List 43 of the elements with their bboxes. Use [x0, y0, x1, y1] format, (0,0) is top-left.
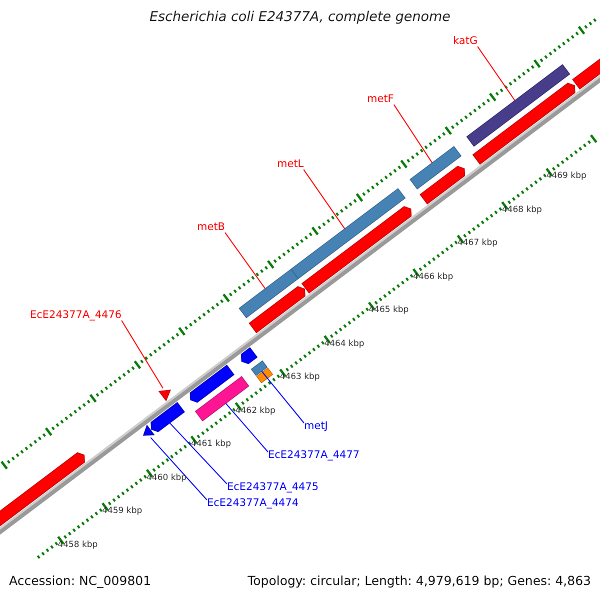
gene-label: metB [197, 222, 226, 234]
leader-line [225, 402, 268, 452]
gene-label: katG [453, 36, 478, 48]
gene-block [240, 347, 258, 364]
gene-block [190, 364, 234, 403]
scale-label: 4469 kbp [546, 172, 586, 182]
gene-block [472, 82, 576, 165]
gene-bar [250, 360, 268, 376]
scale-label: 4467 kbp [457, 239, 498, 249]
scale-label: 4464 kbp [324, 340, 364, 350]
leader-line [393, 104, 433, 164]
gene-bar [466, 64, 570, 147]
scale-label: 4462 kbp [235, 406, 276, 416]
scale-label: 4458 kbp [58, 540, 98, 550]
gene-label: EcE24377A_4477 [268, 450, 360, 462]
gene-block [248, 286, 306, 334]
scale-label: 4468 kbp [502, 206, 542, 216]
gene-triangle [158, 390, 171, 402]
gene-label: EcE24377A_4475 [227, 482, 319, 494]
gene-triangle [142, 424, 155, 436]
gene-block [150, 402, 185, 432]
scale-label: 4465 kbp [368, 306, 409, 316]
scale-label: 4459 kbp [102, 507, 142, 517]
gene-label: metJ [304, 421, 328, 433]
scale-label: 4466 kbp [413, 272, 454, 282]
gene-label: metL [277, 159, 304, 171]
gene-bar [410, 146, 462, 190]
leader-line [477, 46, 516, 101]
footer-text: Topology: circular; Length: 4,979,619 bp; Genes: 4,863 [248, 574, 591, 588]
gene-block [420, 166, 466, 204]
leader-line [261, 370, 304, 424]
title: Escherichia coli E24377A, complete genome [148, 10, 452, 25]
scale-label: 4460 kbp [146, 474, 187, 484]
gene-label: metF [367, 94, 394, 106]
scale-label: 4461 kbp [190, 440, 231, 450]
gene-block [301, 206, 412, 294]
footer-text: Accession: NC_009801 [9, 574, 152, 588]
gene-label: EcE24377A_4476 [30, 310, 122, 322]
gene-bar [238, 268, 299, 318]
gene-label: EcE24377A_4474 [207, 498, 299, 510]
gene-bar [256, 368, 274, 384]
scale-label: 4463 kbp [280, 373, 320, 383]
gene-bar [290, 188, 406, 280]
